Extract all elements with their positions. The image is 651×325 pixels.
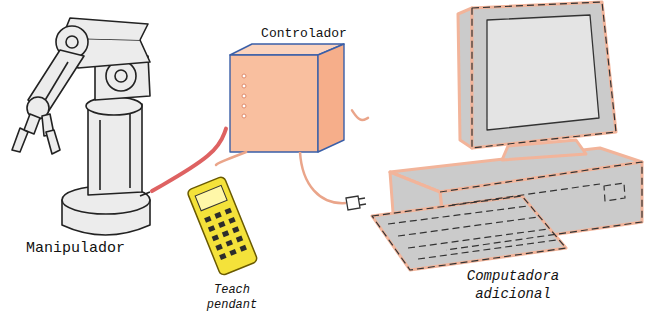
keypad bbox=[228, 217, 235, 224]
computer bbox=[372, 2, 642, 270]
keypad bbox=[232, 226, 239, 233]
status-lights bbox=[242, 104, 246, 108]
cable bbox=[152, 129, 226, 191]
robot-arm bbox=[44, 62, 68, 102]
computer-body bbox=[458, 8, 472, 148]
computer-details bbox=[372, 196, 566, 270]
keypad bbox=[204, 216, 211, 223]
component-label: Teach pendant bbox=[197, 283, 267, 313]
computer-details bbox=[472, 2, 616, 148]
component-label: Computadora adicional bbox=[438, 268, 588, 303]
keypad bbox=[218, 221, 225, 228]
keypad bbox=[229, 249, 236, 256]
status-lights bbox=[242, 84, 246, 88]
power-plug bbox=[359, 198, 366, 205]
cable bbox=[352, 110, 368, 120]
robot-arm bbox=[12, 128, 28, 152]
power-cable bbox=[300, 152, 346, 203]
component-node: Teach pendant bbox=[192, 165, 272, 322]
keypad bbox=[215, 244, 222, 251]
keypad bbox=[219, 253, 226, 260]
cable bbox=[216, 152, 246, 165]
power-cable bbox=[300, 152, 346, 203]
computer-details bbox=[604, 183, 625, 201]
computer-details bbox=[388, 206, 556, 259]
keypad bbox=[214, 212, 221, 219]
teach-pendant bbox=[195, 185, 227, 210]
keypad bbox=[204, 208, 247, 260]
robot-arm bbox=[99, 120, 101, 190]
computer-body bbox=[372, 2, 642, 270]
robot-arm bbox=[66, 36, 78, 48]
keypad bbox=[240, 245, 247, 252]
robot-arm bbox=[88, 104, 142, 195]
keypad bbox=[222, 230, 229, 237]
robot-arm bbox=[140, 192, 150, 196]
component-node: Controlador bbox=[226, 22, 352, 152]
status-lights bbox=[242, 94, 246, 98]
computer-body bbox=[372, 196, 566, 270]
keypad bbox=[208, 225, 215, 232]
robot-arm bbox=[129, 112, 131, 188]
power-plug bbox=[346, 196, 366, 210]
robot-arm bbox=[12, 18, 150, 235]
robot-arm bbox=[115, 70, 127, 82]
status-lights bbox=[242, 74, 246, 78]
keypad bbox=[212, 234, 219, 241]
controller-box bbox=[230, 55, 318, 152]
computer-details bbox=[372, 2, 642, 270]
monitor-screen bbox=[487, 15, 599, 130]
status-lights bbox=[242, 114, 246, 118]
component-label: Manipulador bbox=[13, 240, 138, 259]
robot-arm bbox=[46, 130, 60, 154]
component-label: Controlador bbox=[256, 26, 352, 42]
power-plug bbox=[346, 196, 360, 210]
keypad bbox=[225, 208, 232, 215]
controller-box bbox=[318, 44, 344, 152]
computer-details bbox=[440, 162, 642, 250]
controller-box bbox=[230, 44, 344, 152]
component-node: Computadora adicional bbox=[368, 2, 648, 315]
monitor-screen bbox=[487, 15, 599, 130]
teach-pendant bbox=[187, 176, 259, 276]
keypad bbox=[226, 240, 233, 247]
computer-body bbox=[472, 2, 616, 148]
component-node: Manipulador bbox=[5, 15, 152, 263]
keypad bbox=[236, 236, 243, 243]
status-lights bbox=[242, 74, 246, 118]
teach-pendant bbox=[187, 176, 259, 276]
